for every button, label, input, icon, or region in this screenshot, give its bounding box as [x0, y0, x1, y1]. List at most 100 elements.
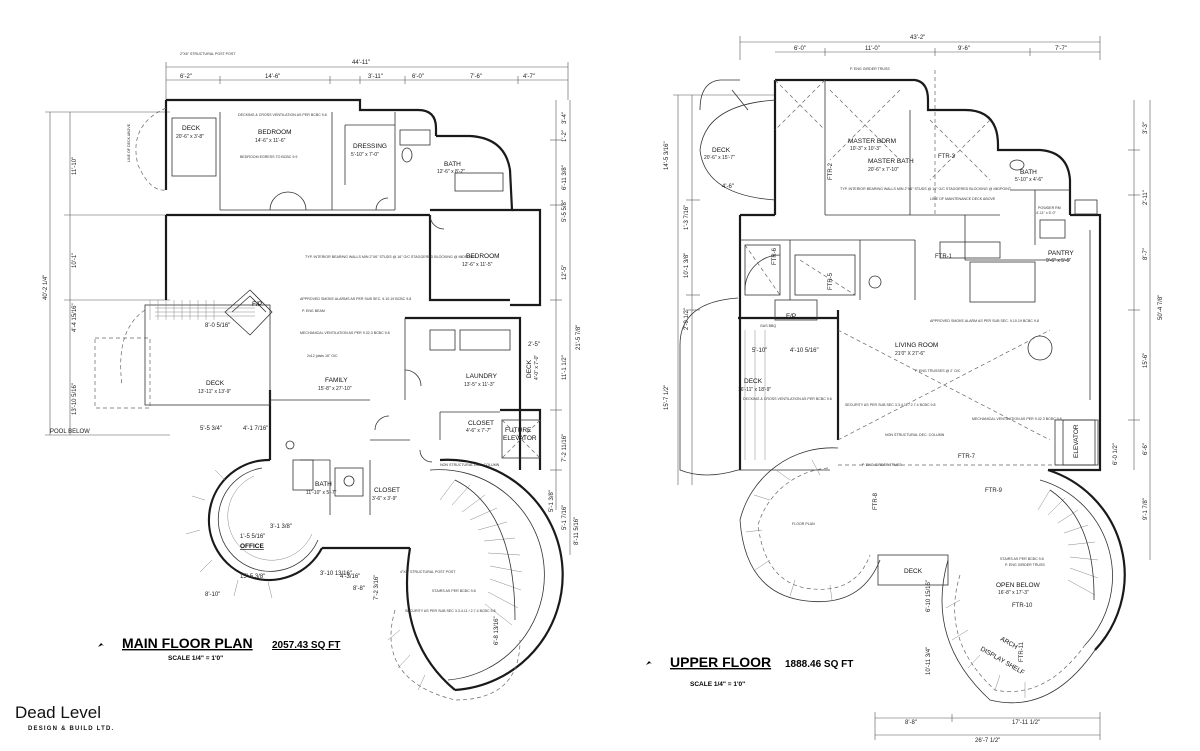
- main-room-bath: BATH: [444, 161, 461, 168]
- upper-rotunda-right: [941, 468, 1126, 704]
- upper-small-deck: [877, 554, 949, 586]
- upper-room-pantry-size: 9'-6" x 5'-5": [1046, 258, 1071, 264]
- upper-room-open-below: OPEN BELOW: [996, 582, 1041, 589]
- upper-beam-label: FTR-6: [772, 247, 778, 265]
- upper-room-bath: BATH: [1020, 169, 1037, 176]
- upper-left-deck: [679, 297, 830, 476]
- main-room-dressing-size: 5'-10" x 7'-0": [351, 152, 379, 158]
- upper-beam-label: FTR-8: [873, 492, 879, 510]
- main-dim-top: 4'-7": [523, 74, 535, 80]
- upper-dim-left: 2'-9 1/2": [684, 308, 690, 330]
- main-dim-inner: 7'-2 3/16": [374, 575, 380, 600]
- upper-note-stairs: STAIRS AS PER BCBC 9.8: [1000, 557, 1044, 561]
- main-stair-rotunda: [322, 458, 564, 701]
- main-plan-area: 2057.43 SQ FT: [272, 640, 340, 651]
- upper-dim-overall: 43'-2": [910, 35, 925, 41]
- main-room-family-size: 15'-8" x 27'-10": [318, 386, 352, 392]
- upper-beam-label: FTR-2: [828, 162, 834, 180]
- upper-note-mech: MECHANICAL VENTILATION AS PER 9.32.3 BCB…: [972, 417, 1062, 421]
- main-dim-top: 6'-0": [412, 74, 424, 80]
- main-dim-top: 7'-6": [470, 74, 482, 80]
- main-dim-inner: 1'-5 5/16": [240, 534, 265, 540]
- main-note-egress: BEDROOM EGRESS TO BCBC 9.9: [240, 155, 297, 159]
- main-dim-inner: 5'-5 3/4": [200, 426, 222, 432]
- main-door-swings: [269, 191, 445, 463]
- main-note-beam: P. ENG BEAM: [302, 309, 325, 313]
- upper-plan-title: UPPER FLOOR: [670, 654, 771, 670]
- main-plan-title: MAIN FLOOR PLAN: [122, 635, 253, 651]
- upper-note-maintenance: LINE OF MAINTENANCE DECK ABOVE: [930, 197, 996, 201]
- company-name: Dead Level: [15, 703, 101, 722]
- main-note-joists: 2x12 joists 16" O/C: [307, 354, 338, 358]
- upper-beam-label: FTR-9: [985, 488, 1003, 494]
- main-note-smoke-alarm: APPROVED SMOKE ALARMS AS PER SUB SEC. 9.…: [300, 297, 411, 301]
- main-dim-right: 21'-5 7/8": [576, 325, 582, 350]
- main-room-closet-2: CLOSET: [374, 487, 400, 494]
- upper-exterior-walls: [738, 78, 1102, 472]
- main-room-bedroom-2-size: 12'-6" x 11'-5": [462, 262, 493, 268]
- main-dim-inner: 15'-5 3/8": [240, 574, 265, 580]
- main-floor-plan: 44'-11" 6'-2" 14'-6" 3'-11" 6'-0" 7'-6" …: [43, 52, 582, 701]
- main-dim-left: 10'-1": [72, 253, 78, 268]
- main-dim-inner: 8'-0 5/16": [205, 323, 230, 329]
- main-note-bearing-walls: TYP. INTERIOR BEARING WALLS MIN 2"X6" ST…: [305, 255, 477, 259]
- main-dim-inner: 8'-8": [353, 586, 365, 592]
- upper-girder-label-3: P. ENG GIRDER TRUSS: [1005, 563, 1045, 567]
- upper-room-master-bath-size: 20'-6" x 7'-10": [868, 167, 899, 173]
- upper-room-deck-3: DECK: [904, 568, 923, 575]
- main-room-laundry-size: 13'-5" x 11'-3": [464, 382, 495, 388]
- upper-elevator-shaft: [1054, 419, 1096, 466]
- company-tagline: DESIGN & BUILD LTD.: [28, 726, 114, 732]
- upper-dim-top: 6'-0": [794, 46, 806, 52]
- main-dim-left: 40'-2 1/4": [43, 275, 49, 300]
- upper-room-open-below-size: 16'-8" x 17'-3": [998, 590, 1029, 596]
- upper-note-column: NON STRUCTURAL DEC. COLUMN: [885, 433, 945, 437]
- upper-room-powder: POWDER RM: [1038, 206, 1061, 210]
- main-dim-right: 1'-2": [562, 130, 568, 142]
- upper-dim-left: 10'-1 3/8": [684, 253, 690, 278]
- main-dim-inner: 8'-10": [205, 592, 220, 598]
- upper-room-arch: ARCH: [999, 636, 1019, 651]
- upper-floor-plan: 43'-2" 6'-0" 11'-0" 9'-6" 7'-7" 14'-5 3/…: [646, 35, 1164, 744]
- upper-plan-area: 1888.46 SQ FT: [785, 659, 853, 670]
- upper-room-deck-2: DECK: [744, 378, 763, 385]
- upper-note-security: SECURITY AS PER SUB SEC 3.3.4.11 / 2.7.4…: [845, 403, 936, 407]
- main-dim-inner: 4'-3/16": [340, 574, 360, 580]
- upper-dim-top: 11'-0": [865, 46, 880, 52]
- upper-beam-label: FTR-11: [1019, 641, 1025, 662]
- main-room-office: OFFICE: [240, 543, 264, 550]
- main-room-dressing: DRESSING: [353, 143, 387, 150]
- upper-dimension-lines: [673, 36, 1151, 740]
- main-post-note-2: 4"X6" STRUCTURAL POST POST: [400, 570, 456, 574]
- company-logo: Dead Level DESIGN & BUILD LTD.: [15, 703, 114, 732]
- main-room-deck-3: DECK: [526, 359, 533, 378]
- main-lower-deck: [94, 304, 271, 409]
- upper-room-elevator: ELEVATOR: [1073, 424, 1080, 458]
- upper-dim-right: 50'-4 7/8": [1158, 295, 1164, 320]
- main-room-fireplace: F/P: [252, 301, 262, 308]
- upper-room-deck-size: 20'-6" x 15'-7": [704, 155, 735, 161]
- upper-note-decking: DECKING & CROSS VENTILATION AS PER BCBC …: [743, 397, 832, 401]
- main-office-rotunda: [185, 458, 323, 599]
- main-dim-right: 6'-11 3/8": [562, 165, 568, 190]
- main-dim-top: 3'-11": [368, 74, 383, 80]
- main-fireplace: [224, 289, 273, 336]
- upper-room-deck: DECK: [712, 147, 731, 154]
- main-dim-right: 3'-4": [562, 112, 568, 124]
- main-dim-overall: 44'-11": [352, 60, 370, 66]
- main-room-elevator: ELEVATOR: [503, 435, 537, 442]
- upper-note-bearing: TYP. INTERIOR BEARING WALLS MIN 2"X6" ST…: [840, 187, 1012, 191]
- upper-dim-right: 6'-0 1/2": [1113, 443, 1119, 465]
- main-room-deck: DECK: [182, 125, 201, 132]
- upper-girder-label-2: P. ENG GIRDER TRUSS: [862, 463, 902, 467]
- main-room-deck-2-size: 13'-11" x 13'-9": [198, 389, 231, 395]
- upper-dim-inner: 5'-10": [752, 348, 767, 354]
- upper-dim-top: 7'-7": [1055, 46, 1067, 52]
- main-room-closet-size: 4'-6" x 7'-7": [466, 428, 491, 434]
- upper-rotunda-left: [739, 447, 881, 603]
- main-note-decking: DECKING & CROSS VENTILATION AS PER BCBC …: [238, 113, 327, 117]
- main-note-deck-above: LINE OF DECK ABOVE: [127, 123, 131, 162]
- upper-beam-label: FTR-1: [935, 254, 953, 260]
- upper-room-floor-plan: FLOOR PLAN: [792, 522, 815, 526]
- main-exterior-walls: [164, 98, 542, 470]
